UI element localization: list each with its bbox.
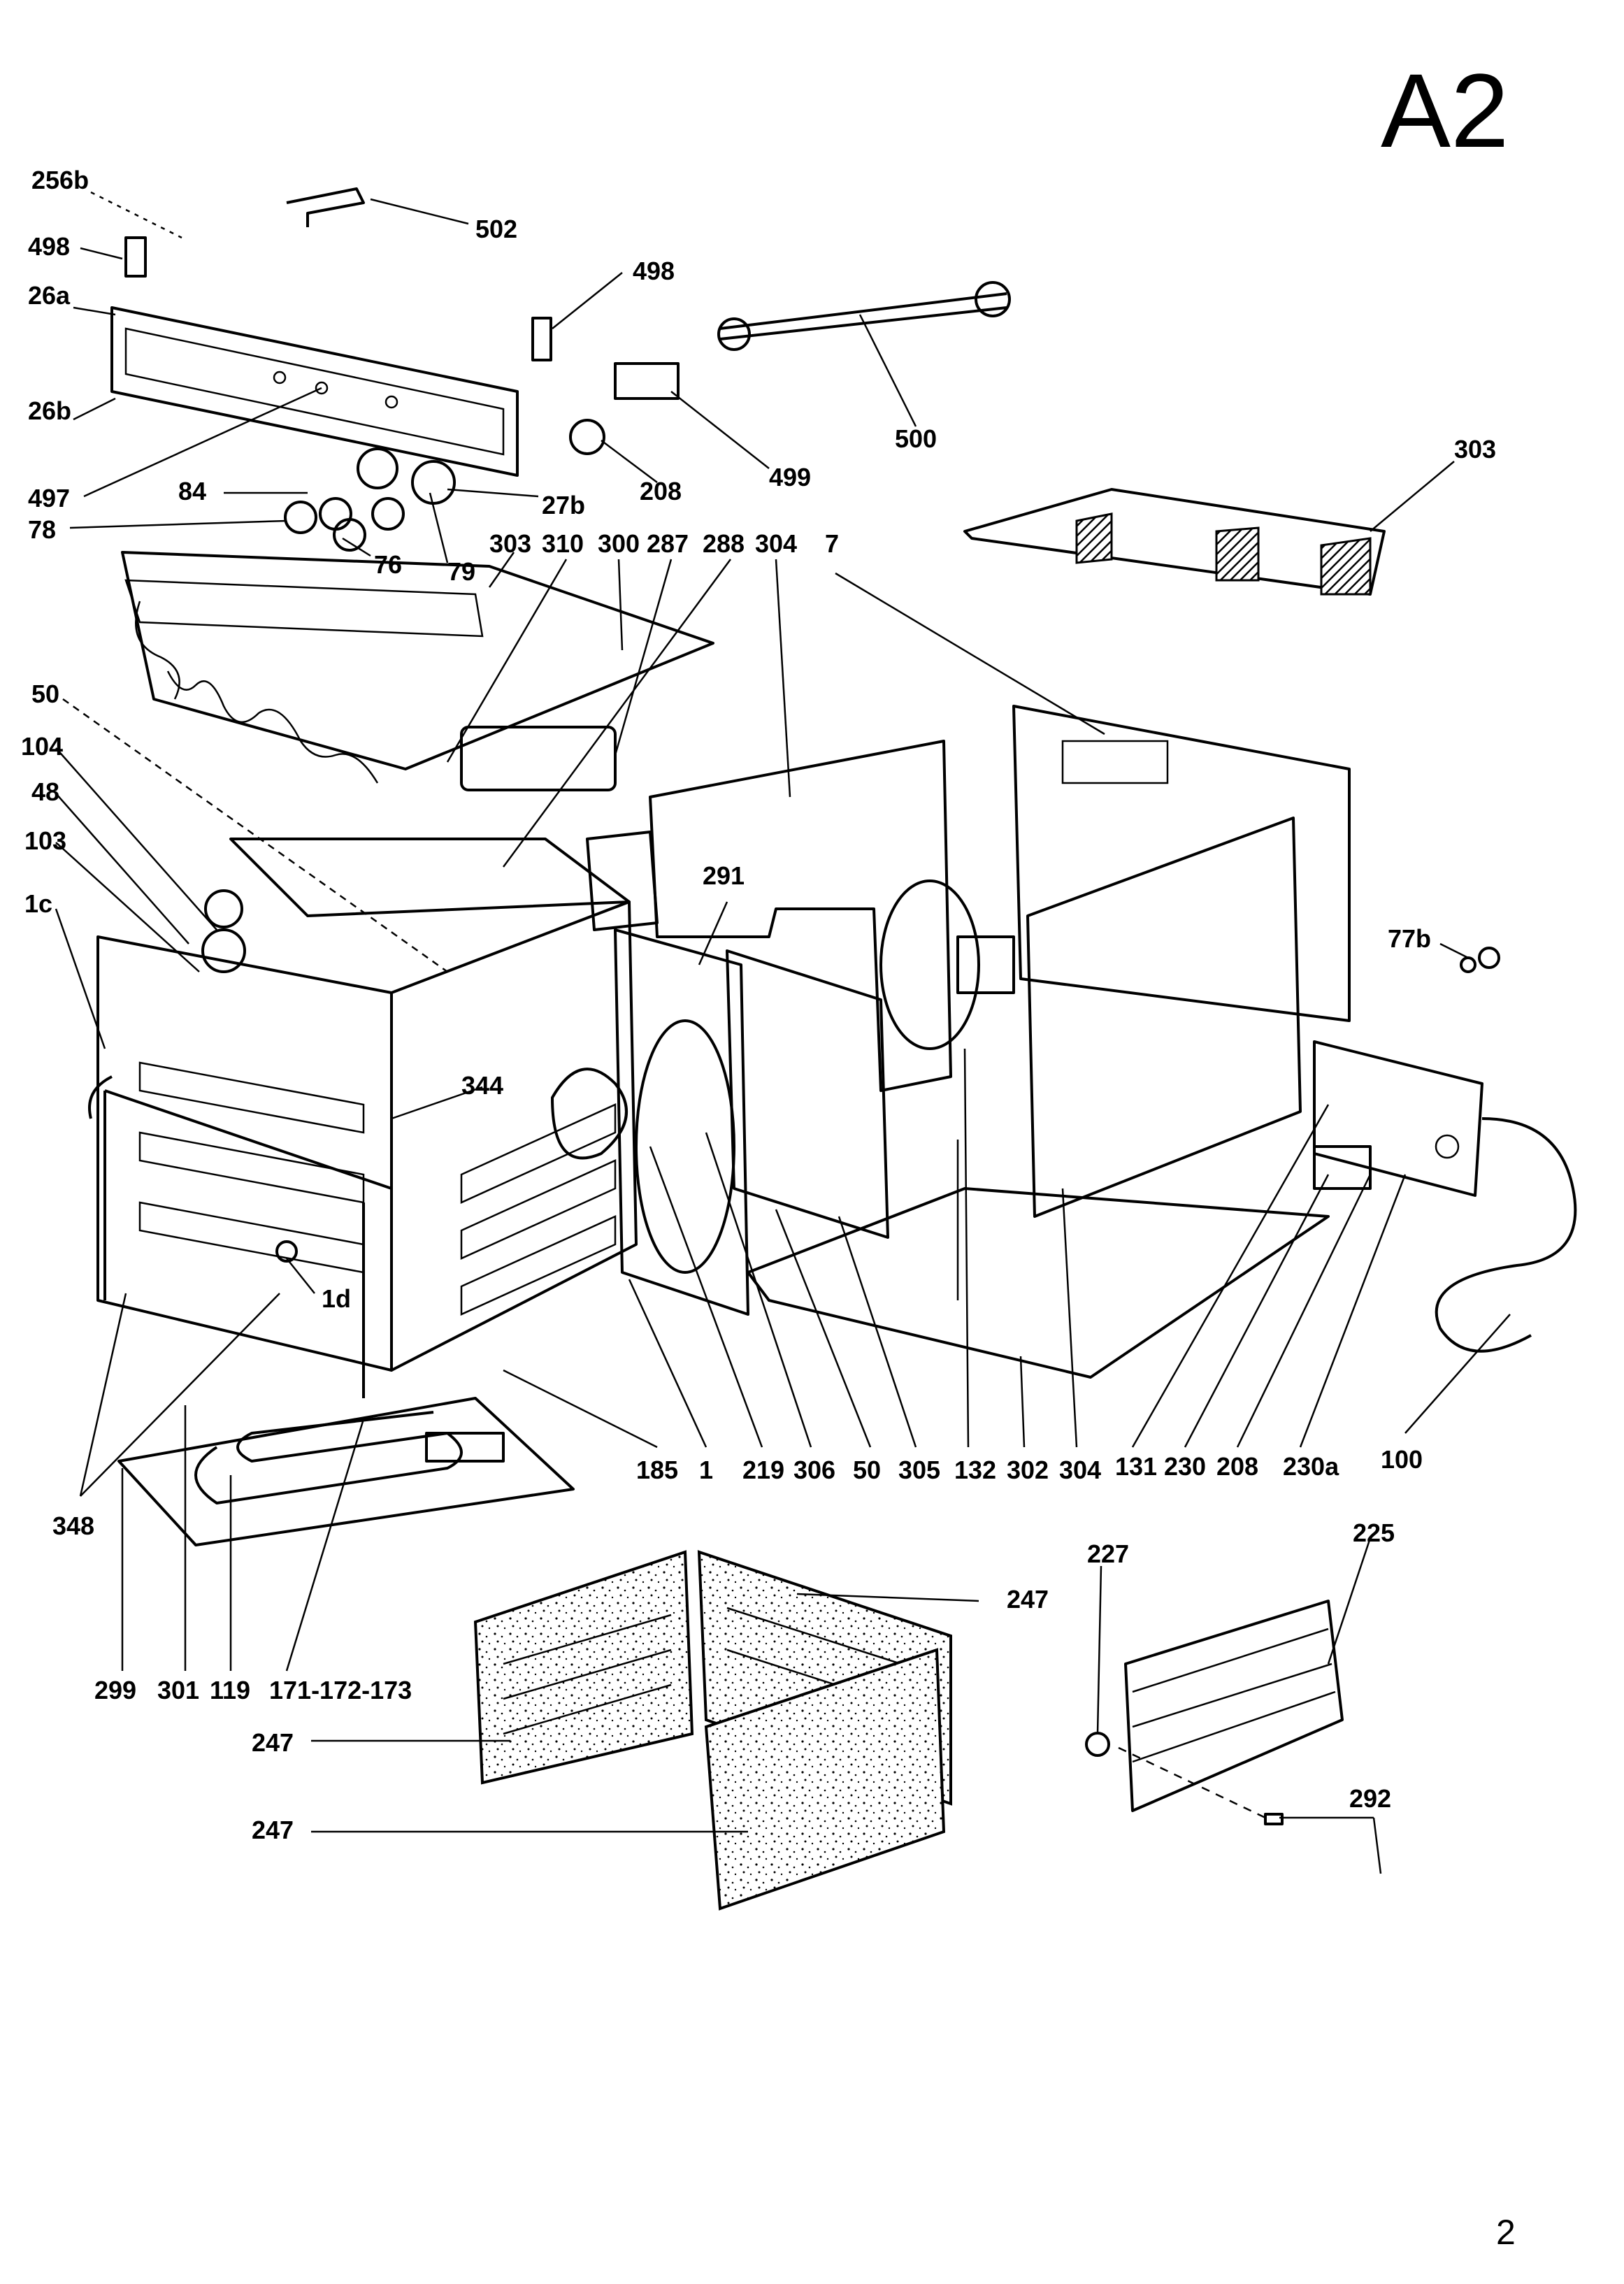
callout-305: 305 <box>898 1456 940 1484</box>
callout-104: 104 <box>21 732 63 761</box>
callout-1: 1 <box>699 1456 713 1484</box>
fan-blade <box>551 1068 628 1160</box>
baffle-306 <box>726 949 889 1239</box>
callout-84: 84 <box>178 477 206 505</box>
callout-499: 499 <box>769 463 811 491</box>
callout-1c: 1c <box>24 889 52 918</box>
callout-288: 288 <box>703 529 745 558</box>
callout-500: 500 <box>895 424 937 453</box>
callout-344: 344 <box>461 1071 503 1100</box>
callout-304-top: 304 <box>755 529 797 558</box>
thermostat-208 <box>569 419 605 455</box>
callout-497: 497 <box>28 484 70 512</box>
lamp-holder <box>201 928 246 973</box>
callout-302: 302 <box>1007 1456 1049 1484</box>
page-label: A2 <box>1381 52 1509 169</box>
callout-171-172-173: 171-172-173 <box>269 1676 412 1704</box>
top-wiring-tray <box>121 551 714 784</box>
baking-tray-bottom <box>704 1648 946 1911</box>
callout-131: 131 <box>1115 1452 1157 1481</box>
callout-50-bottom: 50 <box>853 1456 881 1484</box>
baking-tray-left <box>473 1550 694 1785</box>
callout-208-top: 208 <box>640 477 682 505</box>
callout-502: 502 <box>475 215 517 243</box>
callout-230a: 230a <box>1283 1452 1339 1481</box>
callout-26a: 26a <box>28 281 71 310</box>
oven-front-frame <box>88 1075 392 1398</box>
callout-78: 78 <box>28 515 56 544</box>
callout-247-bottom: 247 <box>252 1816 294 1844</box>
callout-498-right: 498 <box>633 257 675 285</box>
control-panel-frame <box>110 306 519 477</box>
callout-227: 227 <box>1087 1539 1129 1568</box>
callout-498-left: 498 <box>28 232 70 261</box>
callout-303-right: 303 <box>1454 435 1496 464</box>
callout-256b: 256b <box>31 166 89 194</box>
callout-287: 287 <box>647 529 689 558</box>
callout-247-right: 247 <box>1007 1585 1049 1614</box>
callout-348: 348 <box>52 1511 94 1540</box>
oven-shelf-rack <box>1085 1600 1344 1825</box>
leader-lines <box>55 191 1511 1874</box>
callout-300: 300 <box>598 529 640 558</box>
callout-27b: 27b <box>542 491 585 519</box>
callout-1d: 1d <box>322 1284 351 1313</box>
callout-306: 306 <box>793 1456 835 1484</box>
callout-303-tray: 303 <box>489 529 531 558</box>
callout-299: 299 <box>94 1676 136 1704</box>
terminal-bracket-131 <box>1313 1040 1483 1197</box>
clip-77b <box>1460 947 1500 973</box>
callout-119: 119 <box>210 1676 250 1704</box>
callout-208-bottom: 208 <box>1216 1452 1258 1481</box>
control-knobs <box>284 447 456 552</box>
door-hinge-bracket <box>286 187 365 227</box>
base-tray-302 <box>747 1140 1330 1379</box>
oven-cavity <box>96 838 638 1372</box>
callout-100: 100 <box>1381 1445 1423 1474</box>
callout-48: 48 <box>31 777 59 806</box>
callout-219: 219 <box>742 1456 784 1484</box>
oven-lamp-1d <box>275 1240 298 1263</box>
fan-motor <box>879 879 1015 1050</box>
callout-247-left: 247 <box>252 1728 294 1757</box>
callout-7: 7 <box>825 529 839 558</box>
power-cable-100 <box>1435 1117 1577 1353</box>
small-clip <box>124 236 147 278</box>
callout-76: 76 <box>374 550 402 579</box>
rear-panel-304 <box>586 740 952 1092</box>
rear-outer-cabinet <box>1012 705 1351 1218</box>
callout-230: 230 <box>1164 1452 1206 1481</box>
callout-225: 225 <box>1353 1518 1395 1547</box>
door-lock-rod <box>717 281 1011 351</box>
callout-103: 103 <box>24 826 66 855</box>
callout-304-bottom: 304 <box>1059 1456 1101 1484</box>
callout-132: 132 <box>954 1456 996 1484</box>
terminal-block-287 <box>460 726 617 791</box>
callout-79: 79 <box>447 557 475 586</box>
callout-301: 301 <box>157 1676 199 1704</box>
callout-291: 291 <box>703 861 745 890</box>
callout-26b: 26b <box>28 396 71 425</box>
grill-element <box>117 1397 575 1546</box>
small-clip-2 <box>531 317 552 361</box>
callout-50-top: 50 <box>31 680 59 708</box>
callout-185: 185 <box>636 1456 678 1484</box>
callout-numbers: 256b 498 26a 26b 497 84 78 76 79 27b 502… <box>21 166 1496 1844</box>
latch-part-499 <box>614 362 680 400</box>
thermostat-sensor <box>204 889 243 928</box>
callout-77b: 77b <box>1388 924 1431 953</box>
callout-292: 292 <box>1349 1784 1391 1813</box>
top-cross-rail <box>963 488 1386 596</box>
callout-310: 310 <box>542 529 584 558</box>
page-number: 2 <box>1496 2213 1516 2252</box>
